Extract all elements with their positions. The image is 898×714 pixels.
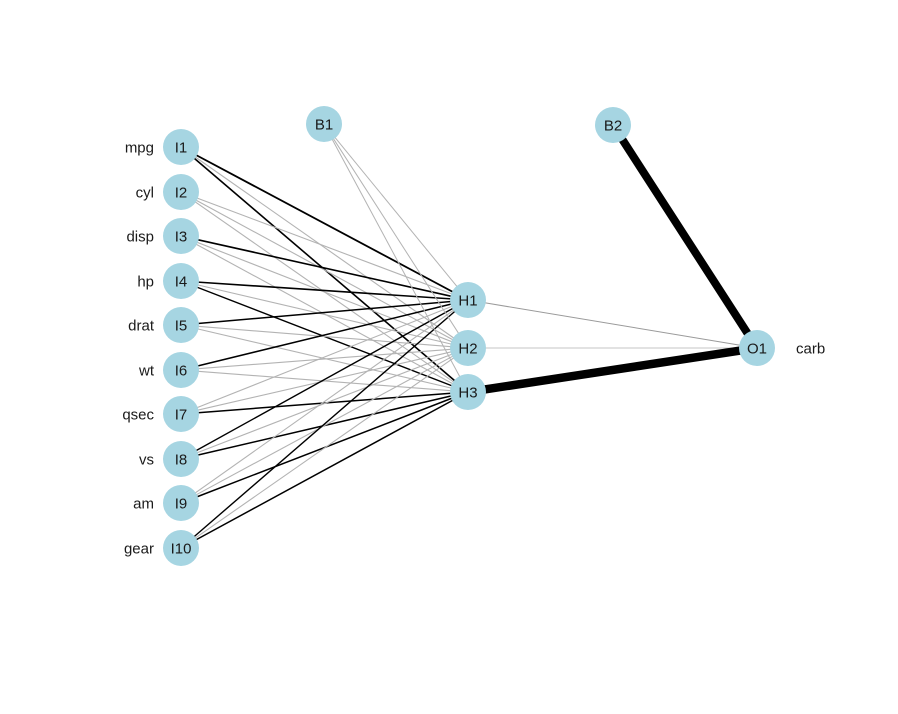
node-circle-i2[interactable] xyxy=(163,174,199,210)
variable-label-hp: hp xyxy=(137,274,154,291)
edge-i7-h2 xyxy=(197,351,452,411)
variable-label-cyl: cyl xyxy=(136,185,154,202)
node-circle-b1[interactable] xyxy=(306,106,342,142)
node-i9[interactable]: I9 xyxy=(163,485,199,521)
edge-layer xyxy=(193,136,752,541)
node-i2[interactable]: I2 xyxy=(163,174,199,210)
node-i3[interactable]: I3 xyxy=(163,218,199,254)
edge-i1-h1 xyxy=(195,154,454,293)
variable-label-qsec: qsec xyxy=(122,407,154,424)
edge-i2-h1 xyxy=(196,197,453,295)
edge-i2-h2 xyxy=(195,199,454,341)
node-b1[interactable]: B1 xyxy=(306,106,342,142)
node-circle-i3[interactable] xyxy=(163,218,199,254)
node-i8[interactable]: I8 xyxy=(163,441,199,477)
node-circle-i7[interactable] xyxy=(163,396,199,432)
node-circle-i5[interactable] xyxy=(163,307,199,343)
edge-i3-h2 xyxy=(196,241,453,343)
node-circle-o1[interactable] xyxy=(739,330,775,366)
node-h2[interactable]: H2 xyxy=(450,330,486,366)
node-circle-i8[interactable] xyxy=(163,441,199,477)
node-i1[interactable]: I1 xyxy=(163,129,199,165)
node-i4[interactable]: I4 xyxy=(163,263,199,299)
node-circle-i9[interactable] xyxy=(163,485,199,521)
node-i7[interactable]: I7 xyxy=(163,396,199,432)
node-h3[interactable]: H3 xyxy=(450,374,486,410)
variable-label-am: am xyxy=(133,496,154,513)
edge-b1-h2 xyxy=(332,138,460,334)
node-o1[interactable]: O1 xyxy=(739,330,775,366)
node-circle-h3[interactable] xyxy=(450,374,486,410)
edge-h1-o1 xyxy=(484,302,741,346)
variable-label-disp: disp xyxy=(126,229,154,246)
edge-i4-h1 xyxy=(197,281,452,300)
edge-b1-h1 xyxy=(334,136,458,288)
edge-i7-h1 xyxy=(196,305,453,409)
variable-label-wt: wt xyxy=(138,363,155,380)
edge-i10-h2 xyxy=(194,357,455,539)
node-circle-i4[interactable] xyxy=(163,263,199,299)
edge-i8-h2 xyxy=(196,353,453,454)
edge-i9-h2 xyxy=(195,355,454,496)
edge-i5-h2 xyxy=(197,325,452,348)
edge-i10-h1 xyxy=(193,310,456,538)
node-h1[interactable]: H1 xyxy=(450,282,486,318)
edge-i3-h1 xyxy=(197,238,452,298)
node-circle-i1[interactable] xyxy=(163,129,199,165)
edge-i4-h2 xyxy=(197,284,452,345)
node-circle-h2[interactable] xyxy=(450,330,486,366)
edge-i8-h1 xyxy=(195,307,454,452)
node-circle-h1[interactable] xyxy=(450,282,486,318)
node-circle-i6[interactable] xyxy=(163,352,199,388)
node-b2[interactable]: B2 xyxy=(595,107,631,143)
variable-label-vs: vs xyxy=(139,452,154,469)
node-i6[interactable]: I6 xyxy=(163,352,199,388)
edge-i1-h2 xyxy=(194,156,455,339)
edge-b2-o1 xyxy=(618,137,752,336)
variable-label-mpg: mpg xyxy=(125,140,154,157)
edge-i9-h1 xyxy=(194,309,455,494)
edge-i6-h1 xyxy=(197,303,452,367)
variable-label-carb: carb xyxy=(796,341,825,358)
node-circle-b2[interactable] xyxy=(595,107,631,143)
variable-label-drat: drat xyxy=(128,318,155,335)
edge-h3-o1 xyxy=(484,346,741,394)
edge-i6-h2 xyxy=(197,348,452,370)
node-i10[interactable]: I10 xyxy=(163,530,199,566)
edge-i5-h1 xyxy=(197,300,452,325)
edge-i10-h3 xyxy=(195,399,454,541)
label-layer: mpg cyl disp hp drat wt qsec vs am gear carb xyxy=(122,140,825,558)
node-circle-i10[interactable] xyxy=(163,530,199,566)
variable-label-gear: gear xyxy=(124,541,154,558)
node-i5[interactable]: I5 xyxy=(163,307,199,343)
edge-b1-h3 xyxy=(331,138,461,378)
